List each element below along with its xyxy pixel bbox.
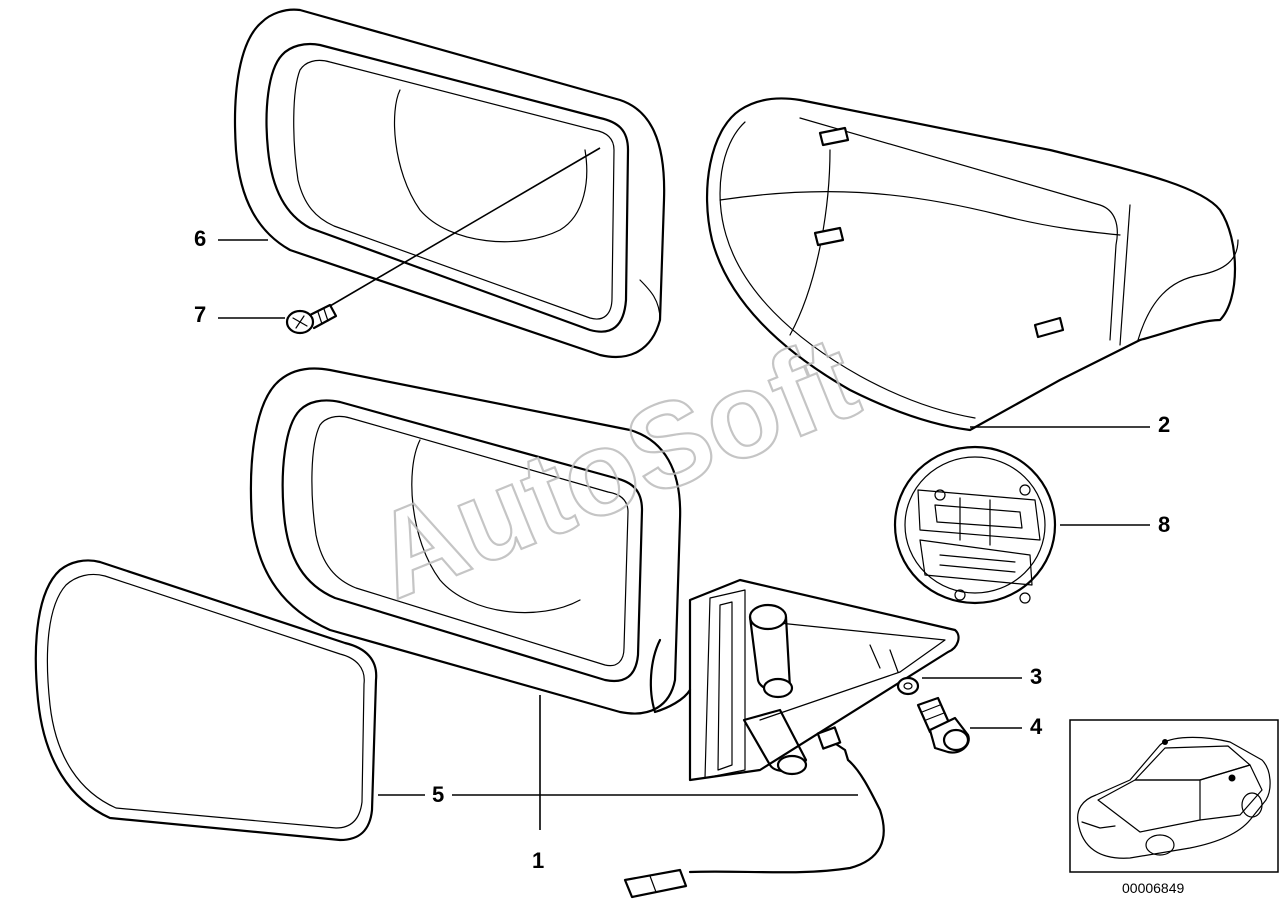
callout-5: 5 (432, 782, 444, 807)
part-2-mirror-cover (706, 97, 1239, 432)
callout-7: 7 (194, 302, 206, 327)
part-5-mirror-glass (34, 559, 378, 842)
part-1-mirror-housing (249, 367, 960, 782)
callout-3: 3 (1030, 664, 1042, 689)
part-3-washer (896, 676, 920, 696)
callout-4: 4 (1030, 714, 1043, 739)
callout-2: 2 (1158, 412, 1170, 437)
callout-6: 6 (194, 226, 206, 251)
leader-lines (218, 147, 1150, 830)
leader-screw-path (329, 147, 601, 307)
part-4-bolt (916, 696, 970, 754)
mirror-cable-connector (623, 726, 885, 899)
part-6-mirror-frame (233, 8, 666, 359)
callout-8: 8 (1158, 512, 1170, 537)
callouts: 1 2 3 4 5 6 7 8 (194, 226, 1170, 873)
reference-number: 00006849 (1122, 880, 1185, 896)
callout-1: 1 (532, 848, 544, 873)
vehicle-location-inset (1069, 719, 1279, 873)
part-7-screw (285, 303, 338, 335)
part-8-mirror-drive (893, 445, 1057, 605)
